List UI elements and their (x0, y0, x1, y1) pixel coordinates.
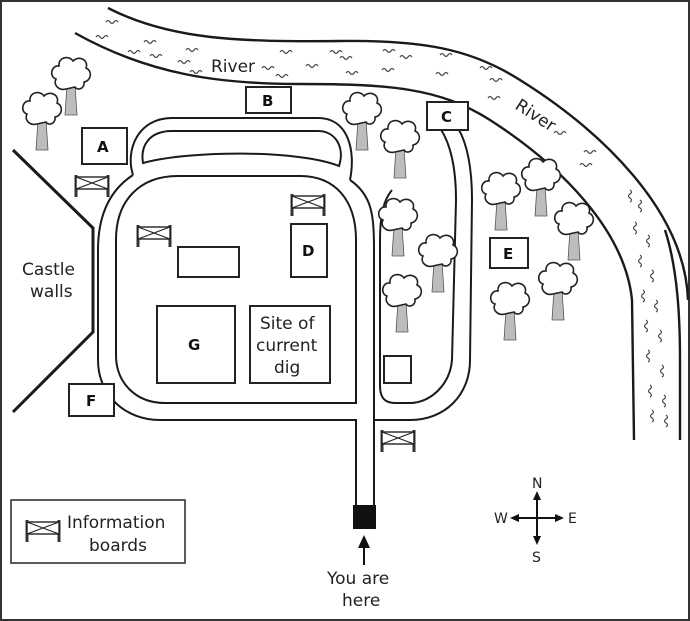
legend-label-1: Information (67, 513, 165, 533)
tree-icon (377, 197, 419, 257)
compass-w: W (494, 511, 508, 527)
compass-rose: N S W E (494, 476, 577, 566)
location-E[interactable]: E (489, 237, 529, 269)
tree-icon (21, 91, 63, 151)
tree-icon (489, 281, 531, 341)
svg-text:F: F (86, 392, 96, 410)
tree-icon (537, 261, 579, 321)
tree-icon (381, 273, 423, 333)
river-label: River (211, 57, 255, 77)
compass-e: E (568, 511, 577, 527)
tree-icon (520, 157, 562, 217)
information-board-icon[interactable] (136, 223, 172, 249)
tree-icon (553, 201, 595, 261)
svg-text:Site of: Site of (260, 314, 315, 334)
arrow-south-icon (533, 536, 541, 545)
location-F[interactable]: F (68, 383, 115, 417)
svg-text:current: current (256, 336, 318, 356)
unlabeled-building[interactable] (177, 246, 240, 278)
svg-text:C: C (441, 108, 452, 126)
information-board-icon[interactable] (380, 428, 416, 454)
svg-text:B: B (262, 92, 273, 110)
svg-text:dig: dig (274, 358, 300, 378)
tree-icon (379, 119, 421, 179)
svg-text:G: G (188, 336, 200, 354)
compass-s: S (532, 550, 541, 566)
you-are-here-label-1: You are (326, 569, 389, 589)
legend: Information boards (10, 499, 186, 564)
paths (97, 117, 474, 505)
arrow-north-icon (533, 491, 541, 500)
unlabeled-small-building[interactable] (383, 355, 412, 384)
castle-walls: Castle walls (11, 148, 95, 414)
you-are-here-label-2: here (342, 591, 380, 611)
current-dig-site[interactable]: Site of current dig (249, 305, 331, 384)
svg-text:E: E (503, 245, 513, 263)
svg-text:D: D (302, 242, 314, 260)
tree-icon (417, 233, 459, 293)
compass-n: N (532, 476, 542, 492)
location-A[interactable]: A (81, 127, 128, 165)
location-D[interactable]: D (290, 223, 328, 278)
river: River River (74, 6, 690, 441)
location-G[interactable]: G (156, 305, 236, 384)
information-board-icon[interactable] (290, 192, 326, 218)
you-are-here-marker[interactable]: You are here (326, 505, 389, 611)
location-B[interactable]: B (245, 86, 292, 114)
castle-walls-label-1: Castle (22, 260, 75, 280)
location-C[interactable]: C (426, 101, 469, 131)
castle-walls-label-2: walls (30, 282, 73, 302)
arrow-east-icon (555, 514, 564, 522)
arrow-west-icon (510, 514, 519, 522)
information-board-icon[interactable] (74, 173, 110, 199)
svg-text:A: A (97, 138, 109, 156)
tree-icon (480, 171, 522, 231)
legend-label-2: boards (89, 536, 147, 556)
